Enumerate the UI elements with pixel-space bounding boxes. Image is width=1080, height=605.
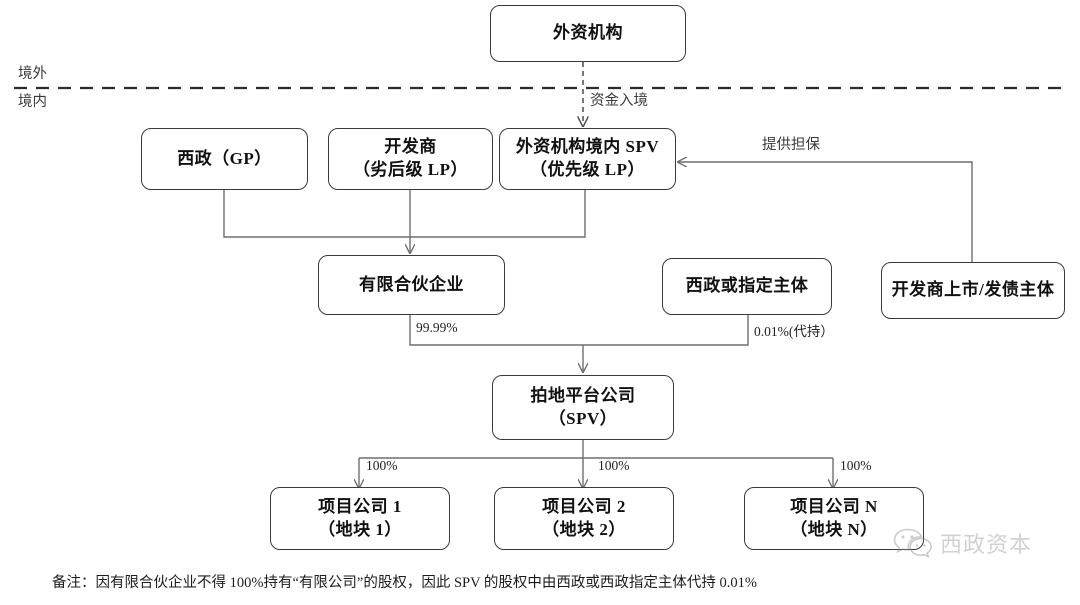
node-developer-listed-entity[interactable]: 开发商上市/发债主体 <box>881 262 1065 319</box>
watermark: 西政资本 <box>893 526 1032 560</box>
edge-label-fund-inflow: 资金入境 <box>590 93 648 109</box>
node-onshore-spv-label-line2: （优先级 LP） <box>530 160 645 179</box>
zone-label-domestic: 境内 <box>18 94 47 110</box>
node-onshore-spv-label-line1: 外资机构境内 SPV <box>515 137 660 157</box>
node-xizheng-or-designee-label: 西政或指定主体 <box>685 276 809 296</box>
edge-provide-guarantee <box>678 162 973 262</box>
node-project-company-1-label-line2: （地块 1） <box>318 519 402 539</box>
zone-label-overseas: 境外 <box>18 66 47 82</box>
edge-label-share-9999: 99.99% <box>416 320 458 335</box>
node-project-company-2-label-line2: （地块 2） <box>542 519 626 539</box>
node-project-company-2-label-line1: 项目公司 2 <box>542 496 626 516</box>
footnote-text: 备注：因有限合伙企业不得 100%持有“有限公司”的股权，因此 SPV 的股权中… <box>52 575 757 591</box>
edge-spv-to-lp <box>410 190 586 238</box>
node-xizheng-or-designee[interactable]: 西政或指定主体 <box>662 258 832 315</box>
node-bidding-platform-label-line2: （SPV） <box>548 408 618 428</box>
edge-label-pct-100-c: 100% <box>840 458 872 473</box>
node-developer-label-line2: （劣后级 LP） <box>353 160 468 179</box>
node-project-company-n[interactable]: 项目公司 N （地块 N） <box>744 487 924 550</box>
edge-lp-99-to-spv <box>409 315 583 346</box>
node-developer[interactable]: 开发商 （劣后级 LP） <box>328 128 493 190</box>
node-xizheng-gp-label: 西政（GP） <box>177 148 272 168</box>
node-developer-label-line1: 开发商 <box>384 137 437 157</box>
node-onshore-spv[interactable]: 外资机构境内 SPV （优先级 LP） <box>499 128 676 190</box>
node-project-company-n-label-line2: （地块 N） <box>790 519 878 539</box>
wechat-icon <box>893 528 933 559</box>
node-project-company-1-label-line1: 项目公司 1 <box>318 496 402 516</box>
node-developer-listed-entity-label: 开发商上市/发债主体 <box>891 280 1055 300</box>
edge-label-provide-guarantee: 提供担保 <box>762 137 820 153</box>
edge-designee-001-to-spv <box>583 315 749 346</box>
node-foreign-institution-label: 外资机构 <box>553 23 623 43</box>
edge-label-share-001: 0.01%(代持） <box>754 324 834 339</box>
node-bidding-platform[interactable]: 拍地平台公司 （SPV） <box>492 375 674 440</box>
watermark-text: 西政资本 <box>940 532 1033 557</box>
edge-label-pct-100-a: 100% <box>366 458 398 473</box>
node-xizheng-gp[interactable]: 西政（GP） <box>141 128 308 190</box>
node-project-company-2[interactable]: 项目公司 2 （地块 2） <box>494 487 674 550</box>
node-foreign-institution[interactable]: 外资机构 <box>490 5 686 62</box>
node-limited-partnership[interactable]: 有限合伙企业 <box>318 255 505 315</box>
node-bidding-platform-label-line1: 拍地平台公司 <box>530 385 636 405</box>
node-project-company-1[interactable]: 项目公司 1 （地块 1） <box>270 487 450 550</box>
edge-label-pct-100-b: 100% <box>598 458 630 473</box>
node-limited-partnership-label: 有限合伙企业 <box>359 274 464 294</box>
node-project-company-n-label-line1: 项目公司 N <box>790 496 878 516</box>
edge-gp-to-lp <box>223 190 410 238</box>
